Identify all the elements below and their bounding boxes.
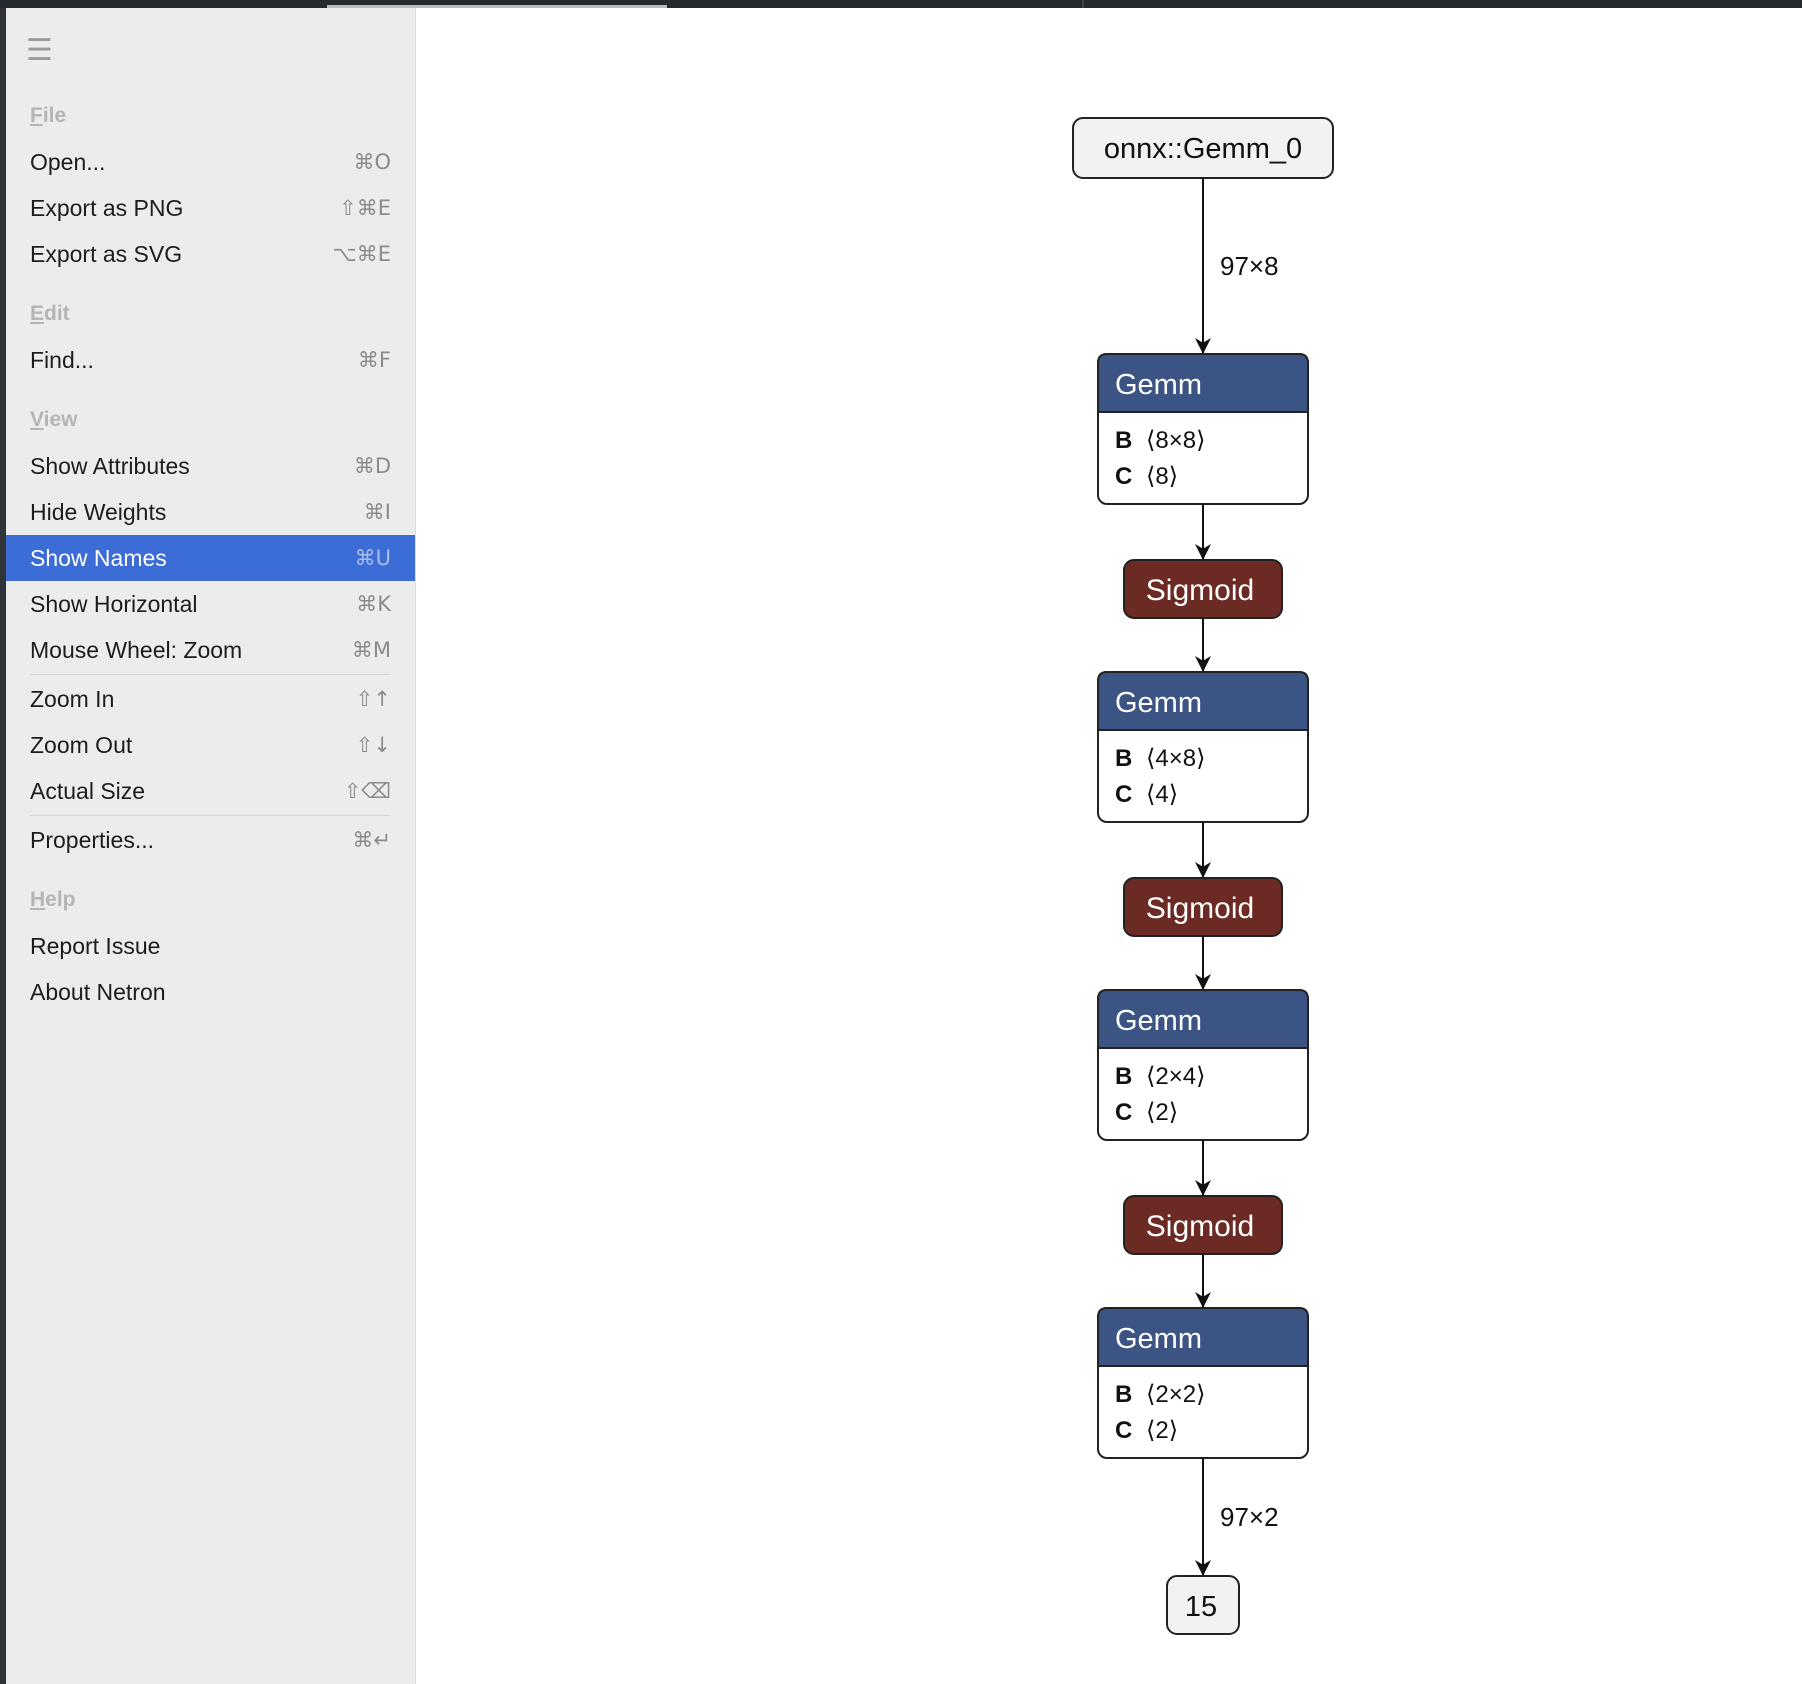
gemm-node-title: Gemm	[1115, 369, 1202, 401]
menu-item-show-horizontal[interactable]: Show Horizontal ⌘K	[6, 581, 415, 627]
menu-item-shortcut: ⌘O	[353, 150, 391, 174]
gemm-attr-name: B	[1115, 1381, 1132, 1408]
menu-item-shortcut: ⌥⌘E	[332, 242, 391, 266]
menu-item-export-as-svg[interactable]: Export as SVG ⌥⌘E	[6, 231, 415, 277]
menu-item-shortcut: ⌘F	[357, 348, 391, 372]
sigmoid-node-title: Sigmoid	[1146, 1210, 1254, 1243]
menu-header-help: Help	[30, 888, 76, 911]
menu-header-edit: Edit	[30, 302, 70, 325]
gemm-attr-value: ⟨2⟩	[1146, 1417, 1178, 1444]
menu-item-shortcut: ⌘D	[353, 454, 391, 478]
gemm-attr-name: C	[1115, 463, 1132, 490]
menu-item-label: Actual Size	[30, 778, 146, 804]
menu-item-about-netron[interactable]: About Netron	[6, 969, 415, 1015]
sigmoid-node[interactable]: Sigmoid	[1123, 1195, 1283, 1255]
menu-item-label: Show Attributes	[30, 453, 190, 479]
menu-item-label: Mouse Wheel: Zoom	[30, 637, 243, 663]
menu-item-find[interactable]: Find... ⌘F	[6, 337, 415, 383]
gemm-attr-value: ⟨2⟩	[1146, 1099, 1178, 1126]
edge-output-label: 97×2	[1220, 1502, 1279, 1532]
menu-separator	[30, 815, 391, 816]
graph-input-node[interactable]: onnx::Gemm_0	[1072, 117, 1334, 179]
menu-item-label: Zoom In	[30, 686, 115, 712]
edge-output: 97×2	[1195, 1458, 1279, 1576]
menu-item-label: Export as PNG	[30, 195, 184, 221]
sigmoid-node[interactable]: Sigmoid	[1123, 559, 1283, 619]
gemm-node-title: Gemm	[1115, 1323, 1202, 1355]
menu-item-label: Zoom Out	[30, 732, 133, 758]
menu-item-zoom-out[interactable]: Zoom Out ⇧↓	[6, 722, 415, 768]
gemm-attr-name: C	[1115, 1417, 1132, 1444]
gemm-attr-value: ⟨8⟩	[1146, 463, 1178, 490]
menu-item-label: Show Horizontal	[30, 591, 198, 617]
graph-output-name: 15	[1185, 1591, 1217, 1623]
menu-item-zoom-in[interactable]: Zoom In ⇧↑	[6, 676, 415, 722]
menu-header-view: View	[30, 408, 78, 431]
menu-item-shortcut: ⌘↵	[352, 828, 391, 852]
menu-item-label: About Netron	[30, 979, 166, 1005]
edge-0: 97×8	[1195, 178, 1279, 354]
menu-item-report-issue[interactable]: Report Issue	[6, 923, 415, 969]
menu-item-label: Export as SVG	[30, 241, 183, 267]
hamburger-menu-icon[interactable]: ☰	[26, 34, 53, 67]
menu-item-shortcut: ⌘I	[363, 500, 391, 524]
graph-output-node[interactable]: 15	[1166, 1575, 1240, 1635]
menu-item-label: Report Issue	[30, 933, 161, 959]
menu-item-shortcut: ⇧⌫	[343, 779, 391, 803]
menu-item-shortcut: ⌘K	[356, 592, 391, 616]
menu-item-properties[interactable]: Properties... ⌘↵	[6, 817, 415, 863]
menu-item-label: Properties...	[30, 827, 154, 853]
sigmoid-node-title: Sigmoid	[1146, 892, 1254, 925]
gemm-attr-value: ⟨4⟩	[1146, 781, 1178, 808]
gemm-attr-name: C	[1115, 1099, 1132, 1126]
menu-item-shortcut: ⌘U	[354, 546, 391, 570]
window-left-edge	[0, 8, 6, 1684]
menu-item-label: Hide Weights	[30, 499, 167, 525]
gemm-attr-name: B	[1115, 1063, 1132, 1090]
edge-0-label: 97×8	[1220, 251, 1279, 281]
top-bar-divider	[1082, 0, 1084, 8]
menu-header-file: File	[30, 104, 67, 127]
menu-item-shortcut: ⇧⌘E	[339, 196, 391, 220]
menu-item-label: Open...	[30, 149, 106, 175]
gemm-attr-name: B	[1115, 427, 1132, 454]
active-tab-indicator	[327, 5, 667, 8]
menu-item-shortcut: ⌘M	[351, 638, 391, 662]
gemm-node-title: Gemm	[1115, 1005, 1202, 1037]
menu-item-show-names[interactable]: Show Names ⌘U	[6, 535, 415, 581]
menu-item-shortcut: ⇧↓	[355, 733, 391, 757]
menu-item-actual-size[interactable]: Actual Size ⇧⌫	[6, 768, 415, 814]
gemm-attr-value: ⟨4×8⟩	[1146, 745, 1205, 772]
menu-item-open[interactable]: Open... ⌘O	[6, 139, 415, 185]
gemm-attr-value: ⟨8×8⟩	[1146, 427, 1205, 454]
menu-item-hide-weights[interactable]: Hide Weights ⌘I	[6, 489, 415, 535]
menu-item-export-as-png[interactable]: Export as PNG ⇧⌘E	[6, 185, 415, 231]
menu-item-shortcut: ⇧↑	[355, 687, 391, 711]
sigmoid-node[interactable]: Sigmoid	[1123, 877, 1283, 937]
graph-svg: onnx::Gemm_097×8GemmB⟨8×8⟩C⟨8⟩SigmoidGem…	[1072, 117, 1334, 1635]
window-top-bar	[0, 0, 1802, 8]
graph-input-name: onnx::Gemm_0	[1104, 133, 1302, 165]
gemm-attr-name: B	[1115, 745, 1132, 772]
menu-item-label: Show Names	[30, 545, 167, 571]
gemm-attr-name: C	[1115, 781, 1132, 808]
menu-item-show-attributes[interactable]: Show Attributes ⌘D	[6, 443, 415, 489]
menu-item-mouse-wheel-zoom[interactable]: Mouse Wheel: Zoom ⌘M	[6, 627, 415, 673]
gemm-attr-value: ⟨2×4⟩	[1146, 1063, 1205, 1090]
gemm-node-title: Gemm	[1115, 687, 1202, 719]
menu-item-label: Find...	[30, 347, 94, 373]
menu-separator	[30, 674, 391, 675]
gemm-attr-value: ⟨2×2⟩	[1146, 1381, 1205, 1408]
sigmoid-node-title: Sigmoid	[1146, 574, 1254, 607]
